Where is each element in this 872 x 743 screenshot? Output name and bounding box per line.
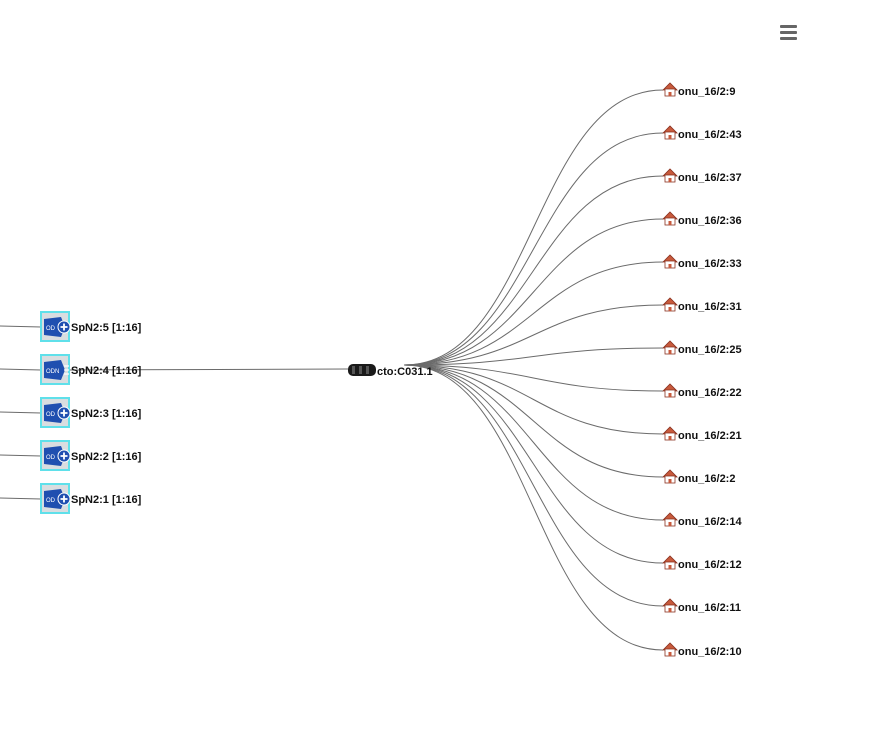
- splitter-expanded-icon: ODN: [40, 354, 70, 385]
- house-icon: [662, 426, 678, 441]
- onu-node[interactable]: onu_16/2:33: [662, 254, 742, 270]
- cable-closure-icon: [348, 364, 376, 376]
- onu-node[interactable]: onu_16/2:11: [662, 598, 741, 614]
- cto-onu-link: [403, 218, 664, 366]
- house-icon: [662, 642, 678, 657]
- onu-node[interactable]: onu_16/2:36: [662, 211, 742, 227]
- onu-label: onu_16/2:37: [678, 172, 742, 184]
- onu-label: onu_16/2:12: [678, 559, 742, 571]
- cto-onu-link: [403, 304, 664, 366]
- house-icon: [662, 168, 678, 183]
- cto-onu-link: [403, 261, 664, 366]
- splitter-parent-link: [0, 411, 42, 414]
- splitter-label: SpN2:1 [1:16]: [71, 494, 142, 506]
- cto-onu-link: [403, 364, 664, 435]
- onu-node[interactable]: onu_16/2:21: [662, 426, 742, 442]
- onu-node[interactable]: onu_16/2:37: [662, 168, 742, 184]
- splitter-cto-link: [68, 368, 349, 371]
- house-icon: [662, 555, 678, 570]
- house-icon: [662, 297, 678, 312]
- onu-label: onu_16/2:43: [678, 129, 742, 141]
- splitter-collapsed-icon: OD: [40, 483, 71, 514]
- onu-node[interactable]: onu_16/2:14: [662, 512, 742, 528]
- hamburger-menu-icon[interactable]: [779, 24, 798, 41]
- splitter-collapsed-icon: OD: [40, 397, 71, 428]
- cto-onu-link: [403, 364, 664, 564]
- onu-node[interactable]: onu_16/2:31: [662, 297, 742, 313]
- splitter-parent-link: [0, 454, 42, 457]
- cto-onu-link: [403, 175, 664, 366]
- svg-text:OD: OD: [46, 455, 56, 461]
- cto-onu-link: [403, 132, 664, 366]
- splitter-node[interactable]: OD SpN2:5 [1:16]: [40, 311, 142, 342]
- splitter-node[interactable]: OD SpN2:3 [1:16]: [40, 397, 142, 428]
- onu-node[interactable]: onu_16/2:22: [662, 383, 742, 399]
- cto-onu-link: [403, 347, 664, 366]
- splitter-label: SpN2:3 [1:16]: [71, 408, 142, 420]
- splitter-collapsed-icon: OD: [40, 440, 71, 471]
- cto-onu-link: [403, 364, 664, 651]
- onu-label: onu_16/2:11: [678, 602, 741, 614]
- onu-label: onu_16/2:21: [678, 430, 742, 442]
- splitter-parent-link: [0, 497, 42, 500]
- svg-text:OD: OD: [46, 326, 56, 332]
- splitter-node[interactable]: OD SpN2:1 [1:16]: [40, 483, 142, 514]
- splitter-node[interactable]: ODN SpN2:4 [1:16]: [40, 354, 142, 385]
- onu-label: onu_16/2:31: [678, 301, 742, 313]
- onu-node[interactable]: onu_16/2:10: [662, 642, 742, 658]
- house-icon: [662, 598, 678, 613]
- house-icon: [662, 211, 678, 226]
- onu-label: onu_16/2:2: [678, 473, 735, 485]
- onu-label: onu_16/2:9: [678, 86, 735, 98]
- onu-label: onu_16/2:33: [678, 258, 742, 270]
- cto-node[interactable]: cto:C031.1: [348, 364, 433, 378]
- cto-onu-link: [403, 364, 664, 392]
- house-icon: [662, 82, 678, 97]
- splitter-label: SpN2:4 [1:16]: [71, 365, 142, 377]
- cto-label: cto:C031.1: [377, 366, 433, 378]
- house-icon: [662, 383, 678, 398]
- splitter-label: SpN2:2 [1:16]: [71, 451, 142, 463]
- house-icon: [662, 469, 678, 484]
- splitter-parent-link: [0, 368, 42, 371]
- onu-node[interactable]: onu_16/2:2: [662, 469, 735, 485]
- onu-label: onu_16/2:25: [678, 344, 742, 356]
- cto-onu-link: [403, 89, 664, 366]
- cto-onu-link: [403, 364, 664, 607]
- splitter-parent-link: [0, 325, 42, 328]
- house-icon: [662, 125, 678, 140]
- splitter-collapsed-icon: OD: [40, 311, 71, 342]
- onu-label: onu_16/2:10: [678, 646, 742, 658]
- onu-node[interactable]: onu_16/2:25: [662, 340, 742, 356]
- onu-node[interactable]: onu_16/2:9: [662, 82, 735, 98]
- onu-label: onu_16/2:36: [678, 215, 742, 227]
- house-icon: [662, 254, 678, 269]
- svg-text:OD: OD: [46, 412, 56, 418]
- onu-node[interactable]: onu_16/2:12: [662, 555, 742, 571]
- house-icon: [662, 512, 678, 527]
- svg-text:ODN: ODN: [46, 369, 59, 375]
- cto-onu-link: [403, 364, 664, 478]
- house-icon: [662, 340, 678, 355]
- onu-label: onu_16/2:14: [678, 516, 742, 528]
- splitter-node[interactable]: OD SpN2:2 [1:16]: [40, 440, 142, 471]
- links-layer: [0, 89, 664, 651]
- onu-node[interactable]: onu_16/2:43: [662, 125, 742, 141]
- onu-label: onu_16/2:22: [678, 387, 742, 399]
- splitter-label: SpN2:5 [1:16]: [71, 322, 142, 334]
- svg-text:OD: OD: [46, 498, 56, 504]
- cto-onu-link: [403, 364, 664, 521]
